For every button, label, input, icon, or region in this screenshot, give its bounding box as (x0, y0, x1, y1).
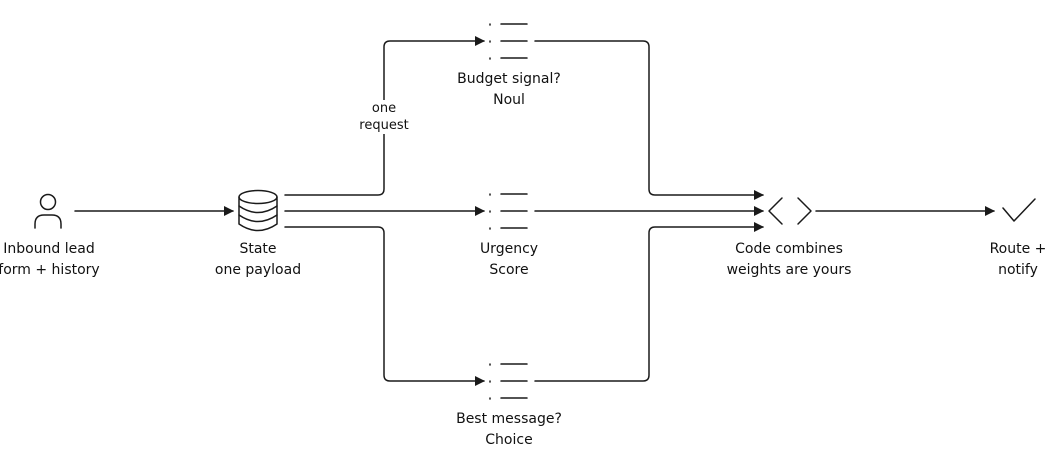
label-line: weights are yours (726, 262, 852, 278)
edge-budget-to-code (534, 40, 764, 200)
label-line: Choice (485, 432, 533, 448)
label-route-notify: Route + notify (990, 239, 1047, 281)
label-line: Inbound lead (3, 241, 95, 257)
user-icon (34, 193, 62, 229)
edge-state-to-message (284, 226, 485, 386)
database-icon (238, 189, 278, 232)
label-line: Score (489, 262, 529, 278)
label-inbound-lead: Inbound lead form + history (0, 239, 100, 281)
label-line: Budget signal? (457, 71, 561, 87)
edge-label-one-request: one request (357, 100, 411, 134)
list-icon (489, 363, 528, 400)
label-line: request (359, 118, 409, 133)
list-icon (489, 23, 528, 60)
label-state: State one payload (215, 239, 301, 281)
label-best-message: Best message? Choice (456, 409, 562, 451)
label-line: Route + (989, 241, 1047, 257)
label-code-combines: Code combines weights are yours (727, 239, 852, 281)
label-line: notify (998, 262, 1038, 278)
label-line: State (239, 241, 277, 257)
code-icon (768, 197, 812, 225)
label-line: Code combines (735, 241, 843, 257)
label-line: Noul (493, 92, 525, 108)
label-line: Urgency (479, 241, 539, 257)
label-line: Best message? (456, 411, 562, 427)
check-icon (1002, 198, 1036, 222)
label-urgency: Urgency Score (480, 239, 538, 281)
label-line: form + history (0, 262, 100, 278)
list-icon (489, 193, 528, 230)
edge-message-to-code (534, 222, 764, 382)
label-line: one (371, 101, 397, 116)
label-budget-signal: Budget signal? Noul (457, 69, 561, 111)
label-line: one payload (214, 262, 302, 278)
